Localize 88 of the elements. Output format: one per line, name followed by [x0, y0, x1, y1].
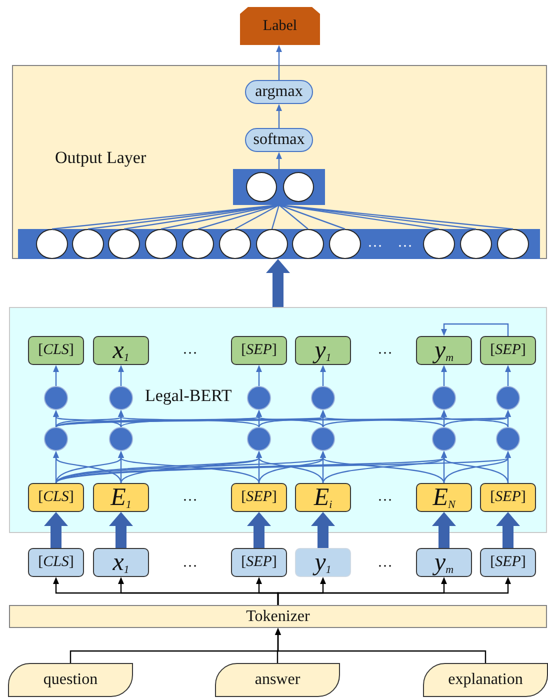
connector-line — [278, 204, 346, 230]
arrow — [441, 323, 509, 336]
ellipsis: … — [378, 554, 392, 572]
ellipsis: … — [182, 554, 198, 572]
output-token-box: x$_{1}$ — [93, 336, 149, 365]
neuron-circle — [256, 229, 288, 259]
arrow — [276, 104, 282, 128]
neuron-circle — [329, 229, 361, 259]
thick-arrow — [432, 512, 456, 548]
ellipsis: … — [378, 342, 392, 358]
input-document-shape: explanation — [423, 663, 548, 697]
neuron-circle — [72, 229, 104, 259]
operation-pill: argmax — [245, 80, 313, 104]
output-token-box: [SEP] — [480, 336, 536, 365]
panel-title: Output Layer — [55, 148, 146, 168]
output-token-box: [CLS] — [28, 336, 84, 365]
embedding-box: [SEP] — [480, 483, 536, 512]
neuron-circle — [311, 427, 335, 451]
neuron-circle — [497, 229, 529, 259]
arrow — [277, 577, 511, 605]
ellipsis: … — [378, 488, 392, 506]
neuron-circle — [283, 172, 314, 202]
input-token-box: [SEP] — [480, 548, 536, 577]
ellipsis: … — [398, 234, 412, 252]
neuron-layer-bar — [233, 169, 325, 205]
connector-line — [271, 204, 280, 230]
embedding-box: [CLS] — [28, 483, 84, 512]
connector-line — [278, 204, 308, 230]
input-token-box: [SEP] — [231, 548, 287, 577]
input-token-box: [CLS] — [28, 548, 84, 577]
neuron-circle — [108, 229, 140, 259]
neuron-circle — [311, 386, 335, 410]
neuron-circle — [432, 386, 456, 410]
embedding-box: E$_{i}$ — [295, 483, 351, 512]
output-layer-panel — [12, 65, 547, 259]
neuron-circle — [247, 427, 271, 451]
ellipsis: … — [368, 234, 382, 252]
neuron-circle — [496, 386, 520, 410]
thick-arrow — [266, 259, 290, 307]
neuron-layer-bar — [18, 229, 540, 259]
arrow — [118, 365, 124, 386]
arrow — [275, 628, 486, 663]
input-document-shape: question — [8, 663, 133, 697]
input-token-box: x$_{1}$ — [93, 548, 149, 577]
arrow — [53, 365, 59, 386]
thick-arrow — [247, 512, 271, 548]
input-token-box: y$_{1}$ — [295, 548, 351, 577]
ellipsis: … — [182, 488, 198, 506]
neuron-circle — [219, 229, 251, 259]
embedding-box: [SEP] — [231, 483, 287, 512]
tokenizer-bar: Tokenizer — [9, 605, 547, 628]
arrow — [256, 365, 262, 386]
input-document-shape: answer — [215, 663, 340, 697]
neuron-circle — [44, 386, 68, 410]
output-token-box: [SEP] — [231, 336, 287, 365]
thick-arrow — [44, 512, 68, 548]
neuron-circle — [246, 172, 277, 202]
arrow — [505, 365, 511, 386]
thick-arrow — [496, 512, 520, 548]
output-token-box: y$_{m}$ — [416, 336, 472, 365]
label-box: Label — [240, 7, 320, 45]
neuron-circle — [44, 427, 68, 451]
neuron-circle — [145, 229, 177, 259]
neuron-circle — [182, 229, 214, 259]
neuron-circle — [247, 386, 271, 410]
arrow — [320, 365, 326, 386]
output-token-box: y$_{1}$ — [295, 336, 351, 365]
neuron-circle — [432, 427, 456, 451]
thick-arrow — [109, 512, 133, 548]
input-token-box: y$_{m}$ — [416, 548, 472, 577]
neuron-circle — [109, 427, 133, 451]
encoder-panel — [9, 307, 547, 533]
arrow — [276, 152, 282, 169]
neuron-circle — [460, 229, 492, 259]
neuron-circle — [423, 229, 455, 259]
arrow — [441, 365, 447, 386]
arrow — [276, 45, 282, 80]
neuron-circle — [496, 427, 520, 451]
ellipsis: … — [182, 342, 198, 358]
embedding-box: E$_{N}$ — [416, 483, 472, 512]
operation-pill: softmax — [245, 128, 313, 152]
thick-arrow — [311, 512, 335, 548]
neuron-circle — [292, 229, 324, 259]
panel-title: Legal-BERT — [145, 386, 232, 406]
connector-line — [234, 204, 280, 230]
neuron-circle — [36, 229, 68, 259]
neuron-circle — [109, 386, 133, 410]
embedding-box: E$_{1}$ — [93, 483, 149, 512]
